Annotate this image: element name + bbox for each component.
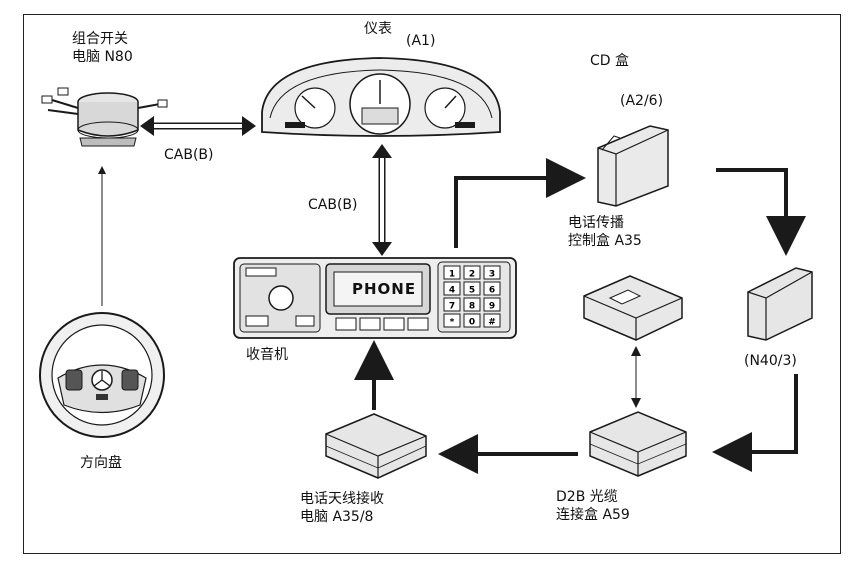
keypad-key <box>483 297 501 312</box>
combo-switch-subtitle: 电脑 N80 <box>72 49 133 65</box>
keypad-key-label: 1 <box>449 270 455 280</box>
cd-box-label: CD 盒 <box>590 53 630 69</box>
steering-label: 方向盘 <box>80 455 122 471</box>
cluster-label: 仪表 <box>364 21 392 37</box>
keypad-key-label: 8 <box>469 302 475 312</box>
cab-link-arrow <box>140 116 256 136</box>
keypad-key-label: 3 <box>489 270 495 280</box>
keypad-key-label: 5 <box>469 286 475 296</box>
keypad-key-label: 4 <box>449 286 455 296</box>
radio-label: 收音机 <box>246 347 288 363</box>
d2b-subtitle: 连接盒 A59 <box>556 507 630 523</box>
keypad-key-label: 0 <box>469 318 475 328</box>
amplifier-icon <box>747 267 813 341</box>
keypad-key-label: # <box>488 318 496 328</box>
keypad-key <box>463 265 481 280</box>
cd-box-code: (A2/6) <box>620 93 664 109</box>
keypad-key-label: 7 <box>449 302 455 312</box>
keypad-key <box>483 281 501 296</box>
keypad-key <box>463 297 481 312</box>
n40-label: (N40/3) <box>744 353 797 369</box>
instrument-cluster-icon <box>261 57 501 137</box>
d2b-connector-icon <box>589 411 687 477</box>
steering-wheel-icon <box>39 312 165 438</box>
phone-control-subtitle: 控制盒 A35 <box>568 233 642 249</box>
phone-keypad: 1 2 3 4 5 6 7 8 9 * 0 # <box>443 265 501 328</box>
cab-vertical-arrow <box>372 144 392 256</box>
phone-display-text: PHONE <box>352 280 417 298</box>
phone-control-box-icon <box>583 275 683 341</box>
keypad-key-label: 6 <box>489 286 495 296</box>
cab-left-label: CAB(B) <box>164 147 214 163</box>
diagram-frame <box>23 14 841 554</box>
antenna-title: 电话天线接收 <box>300 491 384 507</box>
keypad-key <box>443 281 461 296</box>
cd-changer-icon <box>597 125 669 207</box>
keypad-key-label: * <box>450 318 455 328</box>
cluster-code: (A1) <box>406 33 436 49</box>
keypad-key-label: 2 <box>469 270 475 280</box>
keypad-key <box>463 313 481 328</box>
antenna-subtitle: 电脑 A35/8 <box>300 509 374 525</box>
combo-switch-icon <box>41 87 168 147</box>
d2b-title: D2B 光缆 <box>556 489 618 505</box>
antenna-receiver-icon <box>325 413 427 479</box>
keypad-key <box>443 265 461 280</box>
phone-control-title: 电话传播 <box>568 215 624 231</box>
optical-ring-arrows <box>354 158 806 474</box>
combo-switch-title: 组合开关 <box>72 31 128 47</box>
keypad-key-label: 9 <box>489 302 495 312</box>
keypad-key <box>443 297 461 312</box>
keypad-key <box>463 281 481 296</box>
keypad-key <box>443 313 461 328</box>
keypad-key <box>483 313 501 328</box>
keypad-key <box>483 265 501 280</box>
cab-vertical-label: CAB(B) <box>308 197 358 213</box>
